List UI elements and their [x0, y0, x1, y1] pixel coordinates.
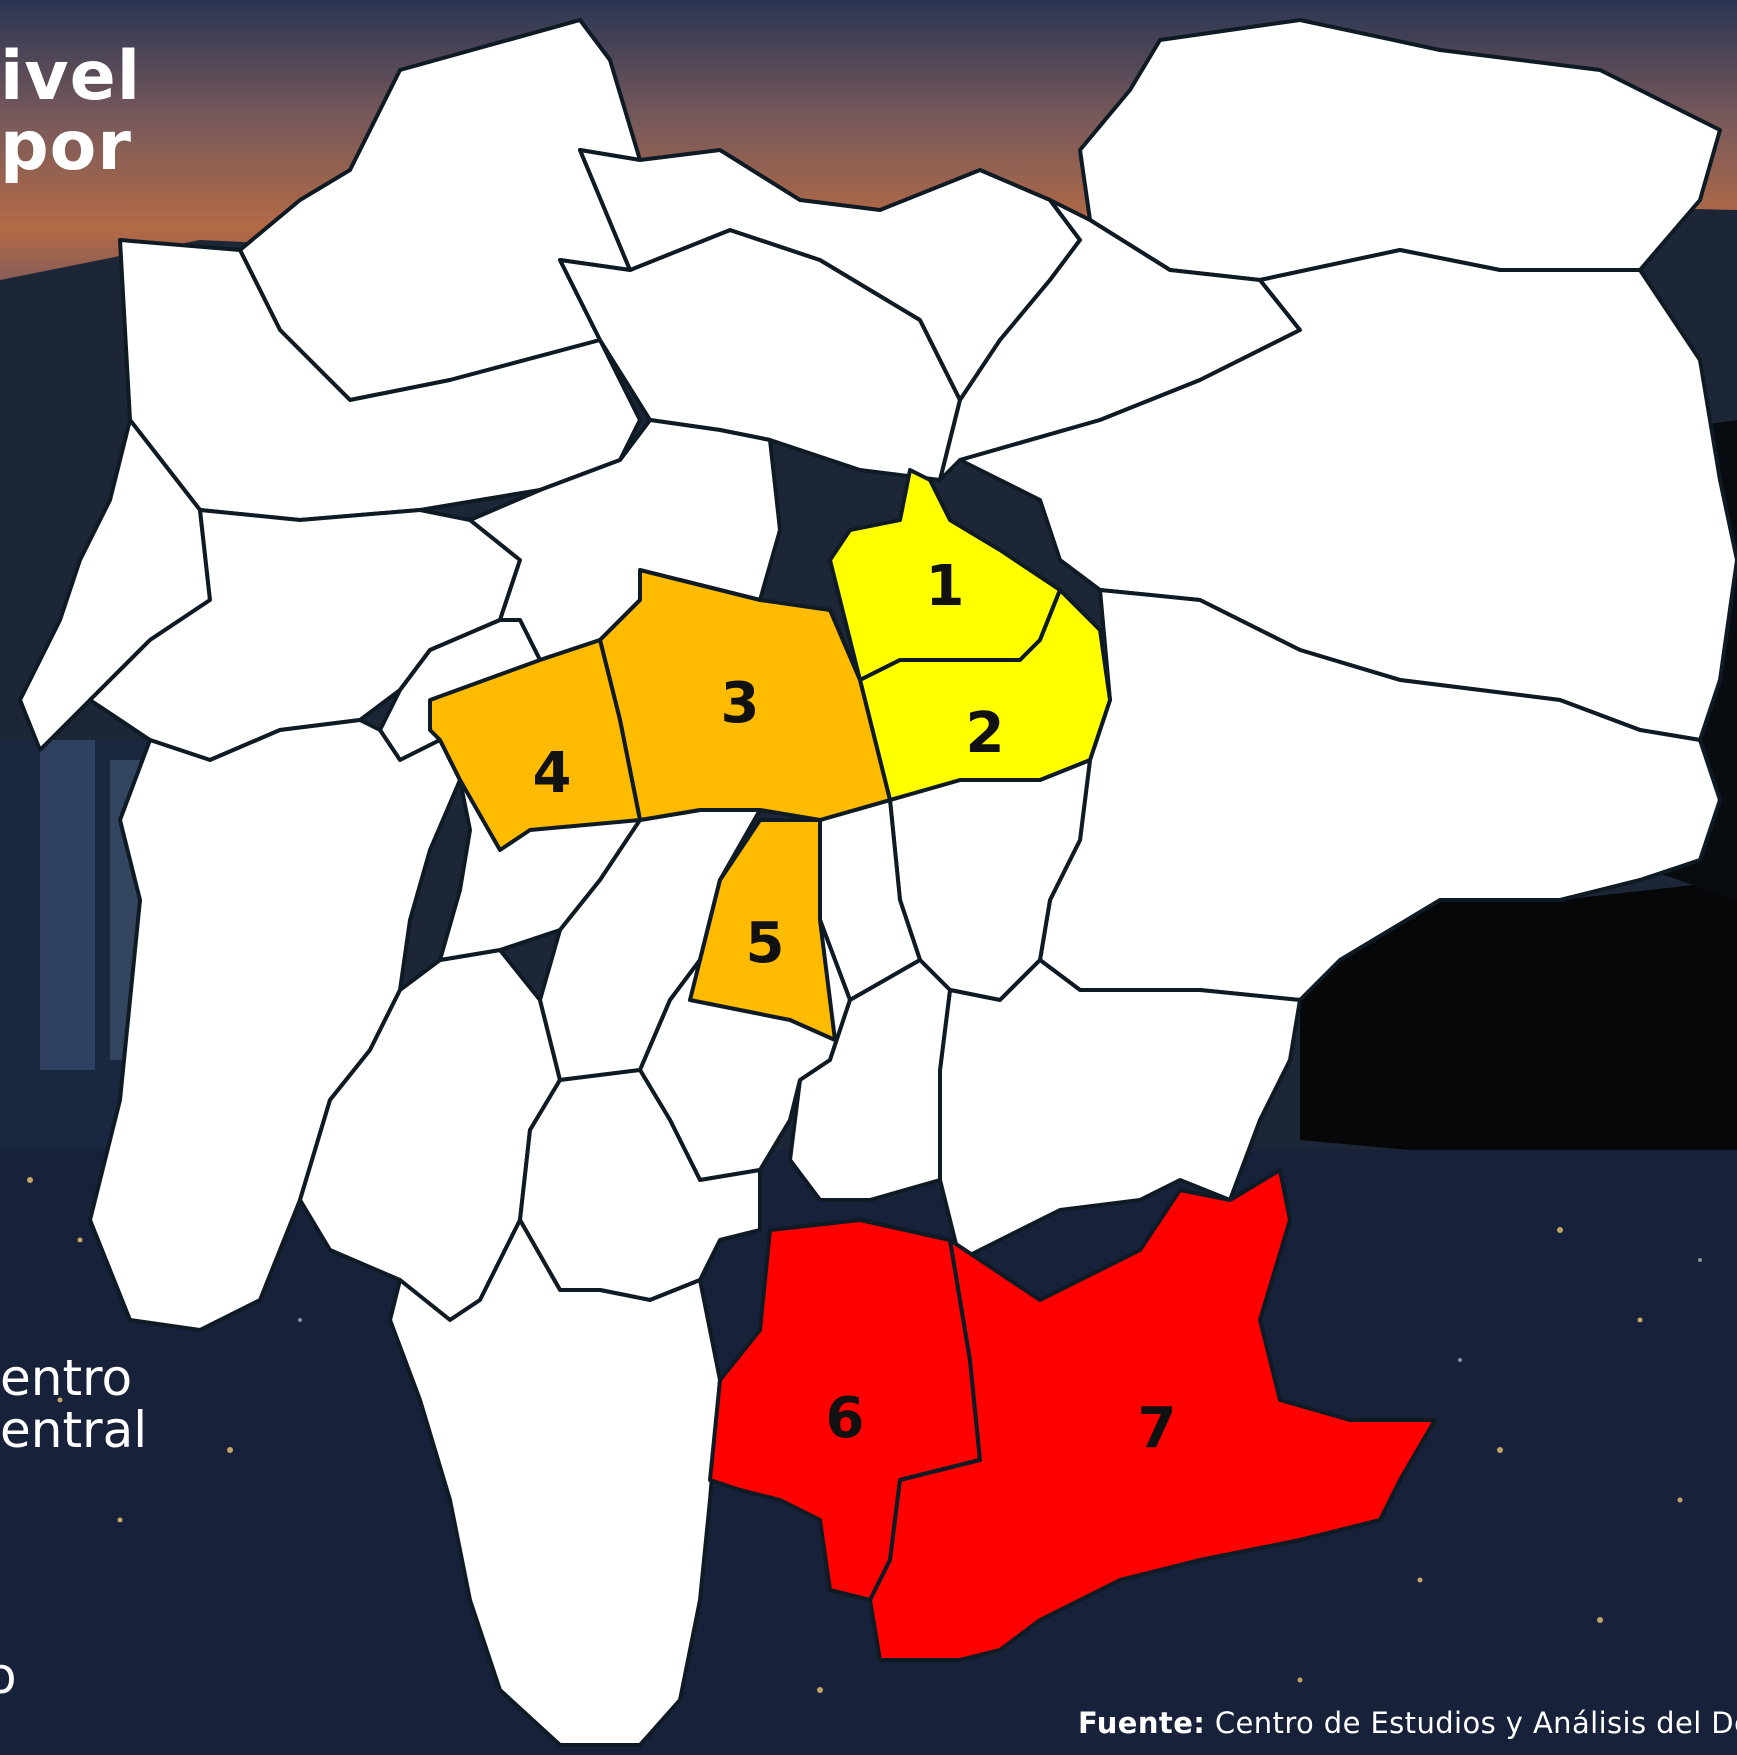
- region-5: [688, 818, 837, 1042]
- region-south-central-4: [788, 958, 952, 1202]
- source-label: Fuente:: [1078, 1706, 1206, 1740]
- zone-label-1: 1: [926, 554, 965, 619]
- zone-label-3: 3: [721, 671, 760, 736]
- region-south-far: [388, 1218, 722, 1747]
- zone-label-7: 7: [1138, 1396, 1177, 1461]
- zone-label-6: 6: [826, 1386, 865, 1451]
- zone-label-4: 4: [533, 741, 572, 806]
- title-fragment-2: por: [0, 107, 132, 186]
- region-4: [428, 638, 642, 852]
- region-2: [858, 588, 1112, 802]
- side-text-fragment-2: entral: [0, 1401, 148, 1459]
- zone-label-5: 5: [746, 911, 785, 976]
- map-regions: [18, 18, 1737, 1747]
- zone-labels: 1 2 3 4 5 6 7: [533, 554, 1177, 1461]
- side-text-fragment-1: entro: [0, 1349, 133, 1407]
- source-caption: Fuente: Centro de Estudios y Análisis de…: [1078, 1706, 1737, 1740]
- title-fragment-1: ivel: [0, 37, 142, 116]
- region-7: [868, 1168, 1437, 1662]
- side-text-fragment-3: o: [0, 1647, 17, 1705]
- source-text: Centro de Estudios y Análisis del De: [1214, 1706, 1737, 1740]
- colored-regions: [428, 468, 1437, 1662]
- zone-label-2: 2: [966, 701, 1005, 766]
- region-west-mid: [88, 508, 522, 762]
